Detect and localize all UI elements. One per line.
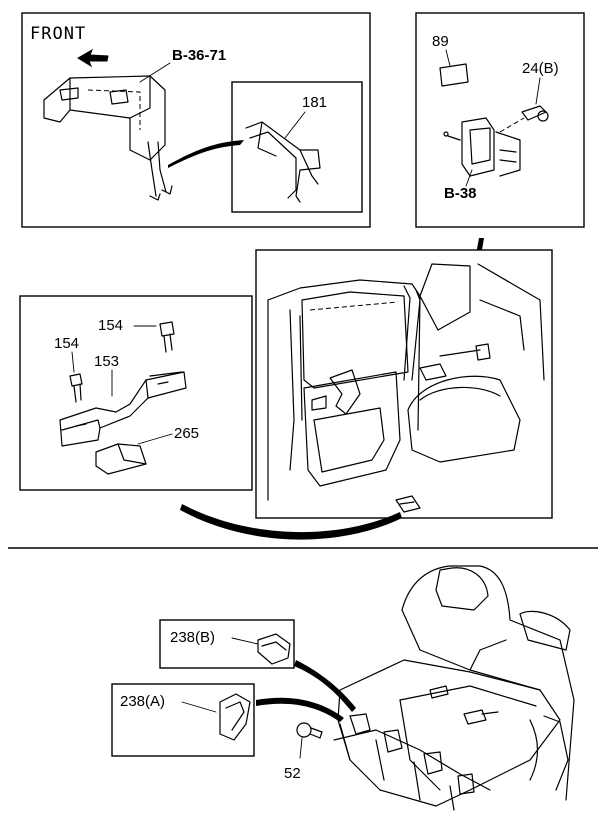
pointer-238a-seat [256, 697, 344, 722]
rear-seat-back [401, 565, 575, 801]
bracket-outline [461, 117, 495, 177]
part-52-label: 52 [284, 765, 301, 782]
rear-seat-cushion [337, 659, 561, 807]
vehicle-door-frame [267, 279, 421, 431]
part-89-label: 89 [432, 33, 449, 50]
part-238a-label: 238(A) [120, 693, 165, 710]
ref-b3671-label: B-36-71 [172, 47, 226, 64]
part-238b-group: 238(B) [159, 619, 295, 669]
part-265-label: 265 [174, 425, 199, 442]
vehicle-door-panel [303, 371, 401, 487]
part-238b-cover [257, 633, 291, 665]
part-238a-group: 238(A) [111, 683, 255, 757]
vehicle-wheel-arch [407, 375, 521, 463]
pointer-buckle-vehicle [180, 504, 402, 540]
part-154b-label: 154 [98, 317, 123, 334]
part-52-group: 52 [284, 722, 323, 782]
pointer-238b-seat [294, 660, 356, 712]
part-181-leader [284, 111, 306, 139]
panel-buckle-bracket: 154 154 153 265 [19, 295, 253, 491]
part-181-label: 181 [302, 94, 327, 111]
front-arrow-icon [77, 48, 109, 68]
part-24b-label: 24(B) [522, 60, 559, 77]
rear-seat-illustration [333, 565, 575, 811]
part-154b-bolt [159, 321, 175, 337]
front-label: FRONT [30, 24, 86, 44]
panel-vehicle-interior [255, 249, 553, 519]
panel-b38-bracket: 89 24(B) B-38 [415, 12, 585, 228]
part-238a-frame [111, 683, 255, 757]
part-89-plate [439, 63, 469, 87]
part-181-anchor-outline [245, 121, 321, 203]
part-154a-bolt [69, 373, 83, 387]
part-238b-label: 238(B) [170, 629, 215, 646]
vehicle-body-outline [43, 75, 166, 161]
part-153-rail [59, 371, 187, 447]
part-154a-label: 154 [54, 335, 79, 352]
ref-b3671-leader [139, 62, 171, 83]
part-238a-cover [219, 693, 251, 741]
panel-vehicle-frame [255, 249, 553, 519]
pointer-front-inset [168, 140, 244, 168]
panel-b38-frame [415, 12, 585, 228]
part-238b-frame [159, 619, 295, 669]
panel-buckle-frame [19, 295, 253, 491]
part-153-label: 153 [94, 353, 119, 370]
part-52-bolt [296, 722, 312, 738]
ref-b38-label: B-38 [444, 185, 477, 202]
panel-front-seatbelt-anchor: FRONT B-36-71 181 [21, 12, 371, 228]
